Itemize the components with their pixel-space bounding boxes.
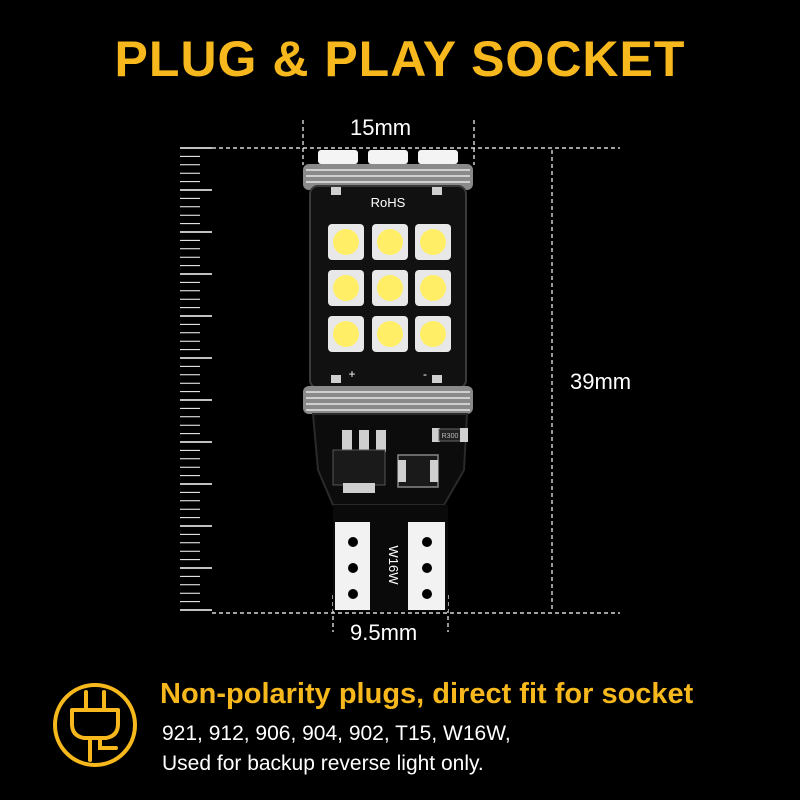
wedge-base: W16W	[333, 505, 448, 611]
led-phosphor	[420, 275, 446, 301]
led-phosphor	[420, 229, 446, 255]
heatsink-top	[303, 164, 473, 190]
diode	[397, 454, 439, 488]
led-phosphor	[377, 229, 403, 255]
led-phosphor	[333, 275, 359, 301]
led-grid	[328, 224, 451, 352]
compatibility-text: 921, 912, 906, 904, 902, T15, W16W,	[162, 722, 511, 745]
rohs-label: RoHS	[371, 195, 406, 210]
resistor-label: R300	[442, 433, 459, 440]
led-phosphor	[377, 321, 403, 347]
led-phosphor	[420, 321, 446, 347]
ic-chip	[332, 430, 386, 493]
minus-label: -	[423, 367, 427, 381]
usage-text: Used for backup reverse light only.	[162, 752, 484, 775]
heatsink-bottom	[303, 386, 473, 414]
measurement-lines	[212, 120, 620, 632]
page-title: PLUG & PLAY SOCKET	[114, 31, 686, 87]
ruler-scale	[180, 147, 212, 611]
feature-heading: Non-polarity plugs, direct fit for socke…	[160, 678, 694, 710]
plug-icon	[53, 683, 137, 767]
plus-label: +	[348, 367, 355, 381]
resistor: R300	[432, 428, 468, 442]
base-label: W16W	[386, 546, 401, 586]
led-phosphor	[333, 229, 359, 255]
led-phosphor	[377, 275, 403, 301]
top-leds	[318, 150, 458, 164]
base-width-label: 9.5mm	[350, 620, 418, 645]
height-label: 39mm	[570, 369, 632, 394]
led-phosphor	[333, 321, 359, 347]
bulb-diagram: RoHS + - R300	[180, 120, 620, 632]
top-width-label: 15mm	[350, 115, 412, 140]
